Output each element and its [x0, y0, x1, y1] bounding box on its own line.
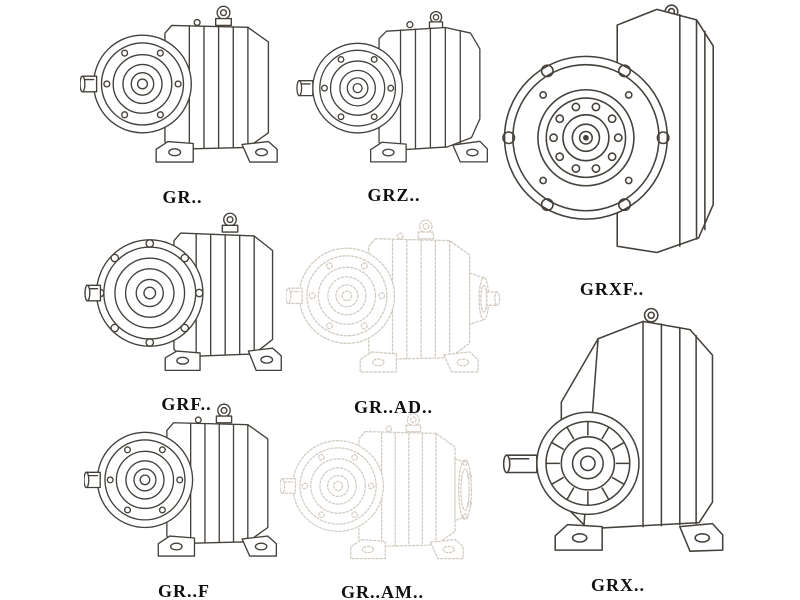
model-label-gr-f: GR..F	[158, 580, 210, 600]
model-label-gr-am: GR..AM..	[341, 582, 424, 600]
grz-gearbox-drawing	[296, 10, 488, 163]
model-cell-grxf: GRXF..	[492, 0, 732, 299]
gr-ad-gearbox-drawing	[286, 219, 501, 373]
grf-gearbox-drawing	[84, 212, 282, 372]
model-label-grz: GRZ..	[367, 185, 421, 206]
gr-f-gearbox-drawing	[84, 403, 278, 557]
model-cell-grz: GRZ..	[296, 6, 492, 205]
model-label-grf: GRF..	[161, 393, 212, 414]
gr-gearbox-drawing	[80, 5, 278, 163]
model-cell-grx: GRX..	[498, 302, 738, 595]
model-label-gr-ad: GR..AD..	[354, 396, 433, 417]
model-label-grx: GRX..	[591, 574, 645, 595]
model-label-grxf: GRXF..	[579, 278, 645, 299]
model-cell-gr-f: GR..F	[84, 398, 284, 600]
model-cell-gr-am: GR..AM..	[280, 408, 485, 600]
model-cell-gr: GR..	[80, 0, 285, 207]
gr-am-gearbox-drawing	[280, 413, 473, 560]
model-cell-grf: GRF..	[84, 206, 289, 414]
model-label-gr: GR..	[162, 187, 203, 208]
model-cell-gr-ad: GR..AD..	[286, 214, 501, 417]
grxf-gearbox-drawing	[502, 4, 714, 254]
grx-gearbox-drawing	[502, 307, 724, 552]
